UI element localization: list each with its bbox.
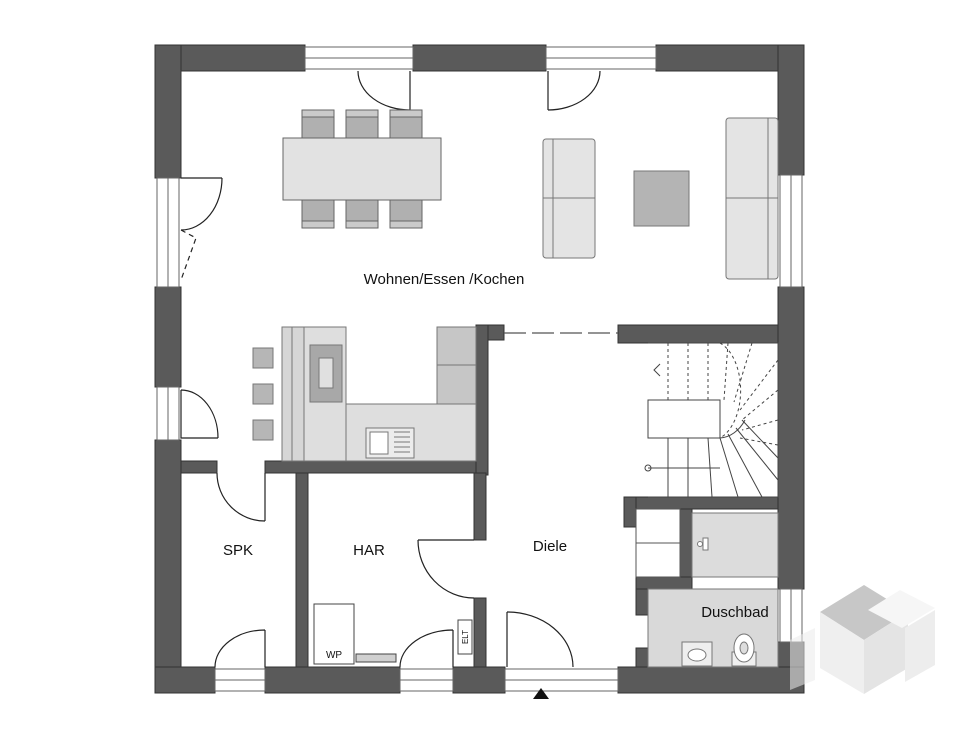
heat-pump-label: WP bbox=[326, 650, 342, 661]
hall-wardrobe bbox=[635, 508, 681, 578]
shower-room bbox=[647, 512, 779, 668]
exterior-walls bbox=[154, 44, 805, 694]
electric-panel-label: ELT bbox=[461, 630, 470, 644]
windows bbox=[156, 46, 803, 692]
lounge-set bbox=[542, 117, 779, 280]
room-label-hall: Diele bbox=[533, 538, 567, 555]
room-label-living: Wohnen/Essen /Kochen bbox=[364, 271, 525, 288]
room-label-pantry: SPK bbox=[223, 542, 253, 559]
room-label-shower: Duschbad bbox=[701, 604, 769, 621]
door-swings bbox=[180, 70, 698, 668]
kitchen bbox=[252, 326, 477, 462]
triangle-up-icon bbox=[533, 688, 549, 699]
utility-fixtures bbox=[313, 603, 473, 665]
cube-logo-icon bbox=[790, 585, 935, 694]
dining-set bbox=[282, 109, 442, 229]
interior-walls bbox=[180, 324, 779, 668]
staircase bbox=[644, 342, 779, 498]
room-label-utility: HAR bbox=[353, 542, 385, 559]
